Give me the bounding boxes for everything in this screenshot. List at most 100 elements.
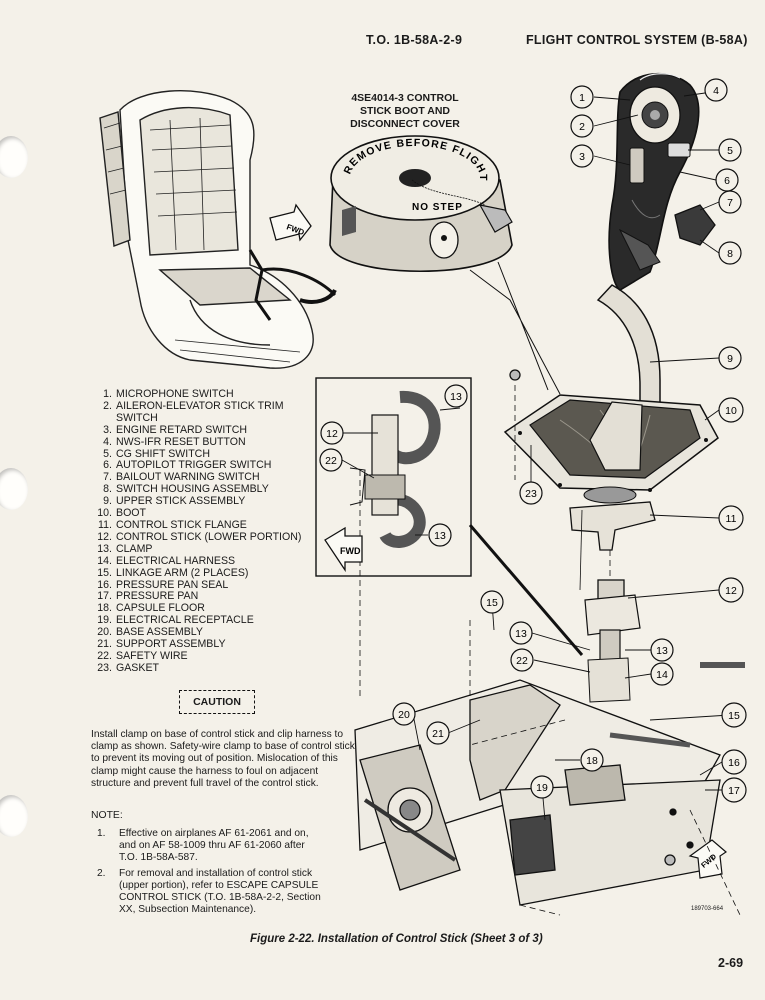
clamp-detail-inset: FWD	[315, 377, 472, 577]
cover-no-step-text: NO STEP	[412, 202, 463, 213]
callout-11: 11	[718, 505, 744, 531]
svg-text:22: 22	[325, 455, 337, 467]
callout-22: 22	[510, 648, 534, 672]
svg-text:10: 10	[725, 405, 737, 417]
escape-capsule-seat-drawing	[99, 89, 337, 369]
cover-label-line: DISCONNECT COVER	[350, 118, 460, 130]
callout-13: 13	[509, 621, 533, 645]
notes-list: 1.Effective on airplanes AF 61-2061 and …	[91, 828, 321, 919]
callout-12: 12	[320, 421, 344, 445]
callout-8: 8	[718, 241, 742, 265]
callout-10: 10	[718, 397, 744, 423]
svg-text:1: 1	[579, 92, 585, 104]
list-item: 10.BOOT	[97, 507, 147, 520]
svg-text:4: 4	[713, 85, 719, 97]
list-item: 9.UPPER STICK ASSEMBLY	[103, 495, 246, 508]
callout-leaders	[341, 92, 731, 821]
punch-hole	[0, 468, 28, 510]
list-item: 18.CAPSULE FLOOR	[97, 602, 205, 615]
svg-text:15: 15	[486, 597, 498, 609]
list-item: 20.BASE ASSEMBLY	[97, 626, 203, 639]
svg-text:23: 23	[525, 488, 537, 500]
list-item: 4.NWS-IFR RESET BUTTON	[103, 435, 246, 448]
list-item: 1.Effective on airplanes AF 61-2061 and …	[97, 828, 309, 864]
list-item: 12.CONTROL STICK (LOWER PORTION)	[97, 530, 302, 543]
callout-20: 20	[392, 702, 416, 726]
caution-text: Install clamp on base of control stick a…	[91, 729, 355, 789]
svg-text:6: 6	[724, 175, 730, 187]
list-item: 16.PRESSURE PAN SEAL	[97, 578, 229, 591]
svg-text:12: 12	[326, 428, 338, 440]
svg-text:2: 2	[579, 121, 585, 133]
svg-text:13: 13	[656, 645, 668, 657]
list-item: 2.AILERON-ELEVATOR STICK TRIM SWITCH	[103, 399, 284, 424]
base-assembly-drawing	[354, 369, 745, 906]
svg-text:16: 16	[728, 757, 740, 769]
svg-text:13: 13	[515, 628, 527, 640]
list-item: 14.ELECTRICAL HARNESS	[97, 554, 236, 567]
callout-14: 14	[650, 662, 674, 686]
callout-markers: 1 2 3 4 5 6 7 8 9 10 11 12 13 13 13 13 1…	[319, 78, 747, 803]
svg-text:21: 21	[432, 728, 444, 740]
caution-label: CAUTION	[179, 690, 255, 714]
drawing-number: 189703-664	[691, 906, 724, 912]
svg-text:5: 5	[727, 145, 733, 157]
svg-text:18: 18	[586, 755, 598, 767]
list-item: 5.CG SHIFT SWITCH	[103, 447, 210, 460]
svg-text:14: 14	[656, 669, 668, 681]
fwd-arrow-floor: FWD	[688, 839, 727, 879]
svg-text:22: 22	[516, 655, 528, 667]
callout-18: 18	[580, 748, 604, 772]
callout-17: 17	[721, 777, 747, 803]
cover-label-line: 4SE4014-3 CONTROL	[351, 92, 459, 104]
svg-text:7: 7	[727, 197, 733, 209]
callout-13: 13	[444, 384, 468, 408]
fwd-arrow-seat: FWD	[269, 203, 312, 242]
list-item: 6.AUTOPILOT TRIGGER SWITCH	[103, 459, 272, 472]
list-item: 21.SUPPORT ASSEMBLY	[97, 638, 226, 651]
list-item: 8.SWITCH HOUSING ASSEMBLY	[103, 483, 269, 496]
punch-hole	[0, 136, 28, 178]
list-item: 1.MICROPHONE SWITCH	[103, 388, 234, 400]
callout-13: 13	[428, 523, 452, 547]
svg-text:20: 20	[398, 709, 410, 721]
svg-text:9: 9	[727, 353, 733, 365]
section-title: FLIGHT CONTROL SYSTEM (B-58A)	[526, 33, 748, 47]
cover-label: 4SE4014-3 CONTROL STICK BOOT AND DISCONN…	[340, 92, 470, 131]
stick-boot-cover-drawing: REMOVE BEFORE FLIGHT NO STEP	[329, 135, 513, 273]
boot-drawing	[503, 394, 719, 492]
list-item: 19.ELECTRICAL RECEPTACLE	[97, 614, 254, 627]
callout-15: 15	[480, 590, 504, 614]
list-item: 11.CONTROL STICK FLANGE	[98, 518, 247, 531]
punch-hole	[0, 795, 28, 837]
list-item: 22.SAFETY WIRE	[97, 649, 188, 662]
list-item: 7.BAILOUT WARNING SWITCH	[103, 471, 260, 484]
callout-4: 4	[704, 78, 728, 102]
parts-list: 1.MICROPHONE SWITCH 2.AILERON-ELEVATOR S…	[92, 388, 302, 675]
list-item: 13.CLAMP	[97, 542, 153, 555]
callout-21: 21	[426, 721, 450, 745]
svg-text:11: 11	[726, 513, 737, 525]
dashed-leaders	[359, 385, 741, 916]
callout-2: 2	[570, 114, 594, 138]
callout-22: 22	[319, 448, 343, 472]
callout-9: 9	[718, 346, 742, 370]
callout-6: 6	[715, 168, 739, 192]
list-item: 15.LINKAGE ARM (2 PLACES)	[97, 566, 249, 579]
fwd-label: FWD	[340, 546, 361, 556]
list-item: 3.ENGINE RETARD SWITCH	[103, 423, 248, 436]
doc-number: T.O. 1B-58A-2-9	[366, 33, 463, 47]
lower-stick-drawing	[569, 486, 656, 703]
svg-text:12: 12	[725, 585, 737, 597]
control-stick-upper-drawing	[596, 72, 716, 406]
note-heading: NOTE:	[91, 810, 123, 821]
callout-19: 19	[530, 775, 554, 799]
svg-text:3: 3	[579, 151, 585, 163]
figure-caption: Figure 2-22. Installation of Control Sti…	[250, 933, 543, 945]
callout-16: 16	[721, 749, 747, 775]
cover-label-line: STICK BOOT AND	[359, 105, 451, 117]
svg-text:19: 19	[536, 782, 548, 794]
callout-3: 1	[570, 85, 594, 109]
callout-15: 15	[721, 702, 747, 728]
